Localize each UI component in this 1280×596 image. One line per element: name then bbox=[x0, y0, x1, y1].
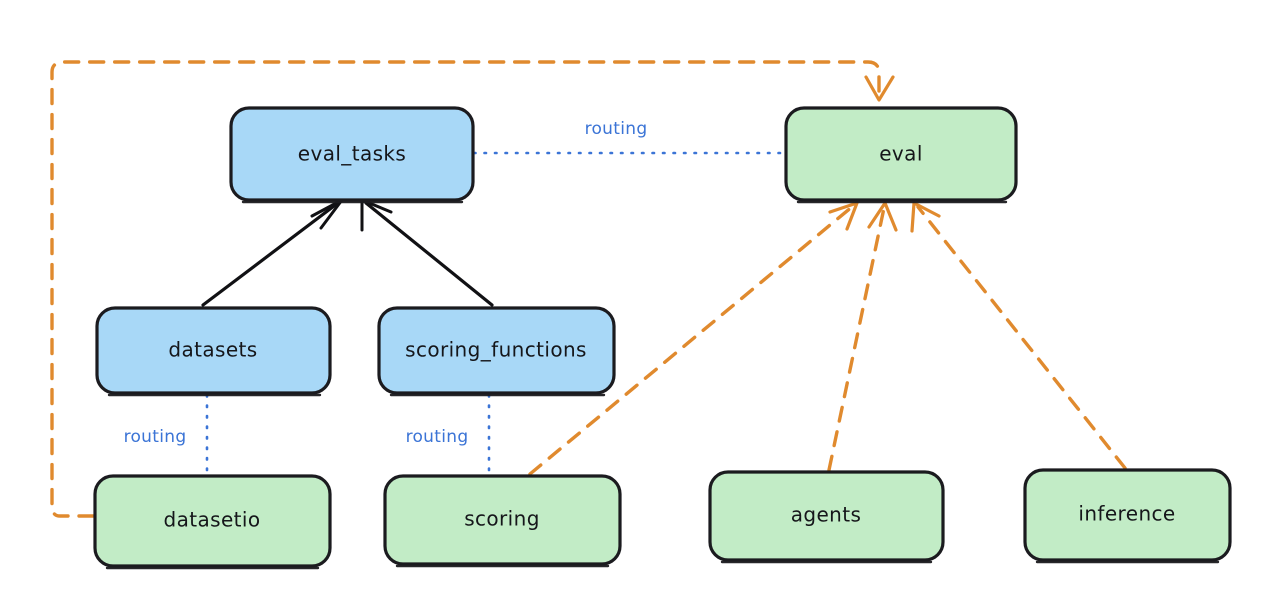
edge-path-inference-eval bbox=[916, 205, 1127, 470]
node-datasets[interactable]: datasets bbox=[95, 306, 332, 397]
edge-path-datasetio-eval bbox=[50, 60, 881, 518]
edge-path-scoring-functions-eval-tasks bbox=[364, 201, 494, 307]
edge-inference-eval bbox=[910, 201, 1127, 470]
node-label-datasetio: datasetio bbox=[163, 508, 260, 532]
node-datasetio[interactable]: datasetio bbox=[93, 474, 332, 570]
edge-scoring-functions-eval-tasks bbox=[360, 198, 494, 307]
node-scoring[interactable]: scoring bbox=[383, 474, 622, 568]
node-rect-eval[interactable] bbox=[784, 106, 1018, 202]
node-inference[interactable]: inference bbox=[1023, 468, 1232, 564]
node-rect-datasetio[interactable] bbox=[93, 474, 332, 568]
edge-path-scoring-eval bbox=[528, 204, 855, 476]
edge-label-routing-eval-tasks-eval: routing bbox=[585, 119, 648, 139]
arrow-head-datasets-eval-tasks bbox=[310, 198, 344, 230]
edge-label-routing-datasets-datasetio: routing bbox=[124, 427, 187, 447]
edge-label-routing-scoring-functions-scoring: routing bbox=[406, 427, 469, 447]
node-rect-agents[interactable] bbox=[708, 470, 945, 562]
node-label-eval_tasks: eval_tasks bbox=[298, 142, 406, 166]
node-label-eval: eval bbox=[879, 142, 923, 166]
node-label-scoring_functions: scoring_functions bbox=[405, 338, 587, 362]
node-agents[interactable]: agents bbox=[708, 470, 945, 564]
node-rect-inference[interactable] bbox=[1023, 468, 1232, 562]
node-eval[interactable]: eval bbox=[784, 106, 1018, 204]
edge-datasetio-eval bbox=[50, 60, 895, 518]
node-label-agents: agents bbox=[791, 503, 862, 527]
node-eval_tasks[interactable]: eval_tasks bbox=[229, 106, 475, 204]
node-label-scoring: scoring bbox=[464, 507, 540, 531]
node-rect-scoring[interactable] bbox=[383, 474, 622, 566]
edge-datasets-eval-tasks bbox=[201, 198, 344, 307]
edge-path-datasets-eval-tasks bbox=[201, 201, 340, 307]
node-label-datasets: datasets bbox=[168, 338, 257, 362]
node-rect-datasets[interactable] bbox=[95, 306, 332, 395]
arrow-head-datasetio-eval bbox=[864, 75, 895, 102]
edge-path-agents-eval bbox=[827, 206, 886, 472]
edge-agents-eval bbox=[827, 201, 898, 472]
node-rect-scoring_functions[interactable] bbox=[377, 306, 616, 395]
node-rect-eval_tasks[interactable] bbox=[229, 106, 475, 202]
node-scoring_functions[interactable]: scoring_functions bbox=[377, 306, 616, 397]
node-label-inference: inference bbox=[1078, 502, 1175, 526]
